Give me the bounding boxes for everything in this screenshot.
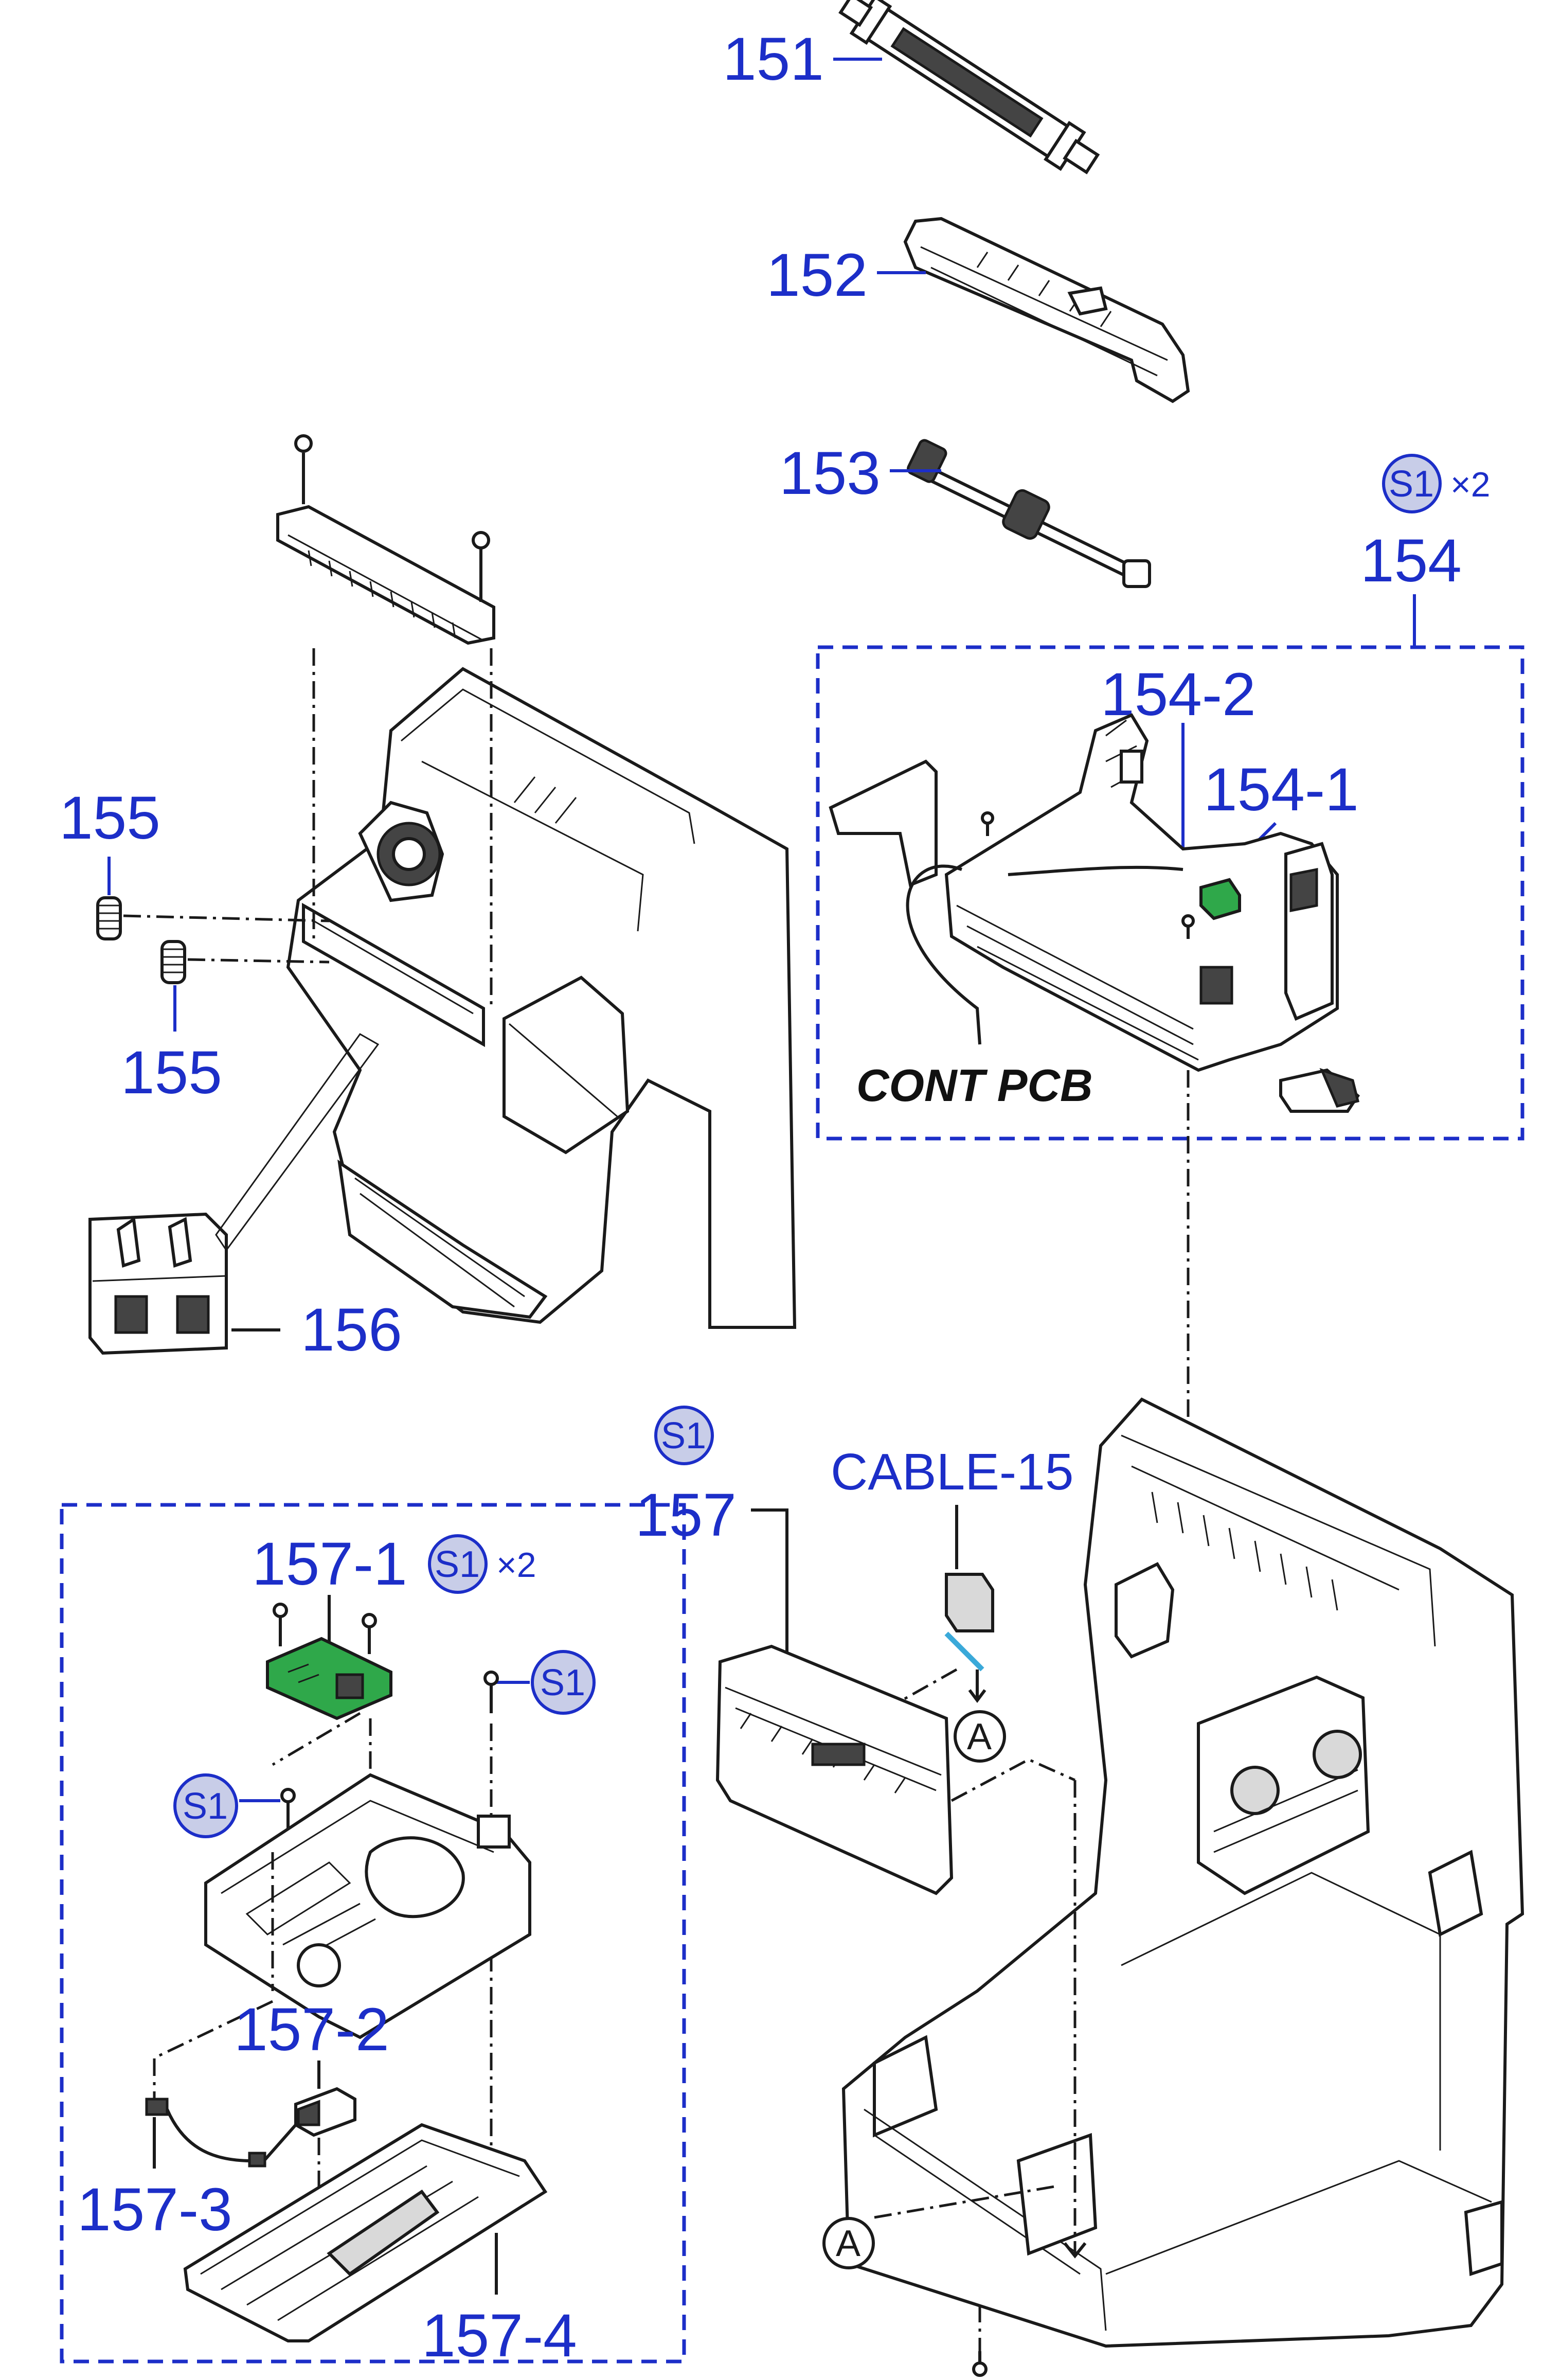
label-156: 156 xyxy=(301,1296,402,1364)
part-156-bracket xyxy=(88,1212,228,1355)
part-153-shaft xyxy=(907,439,1151,588)
label-155-bottom: 155 xyxy=(121,1039,222,1107)
part-157-1-pcb xyxy=(266,1603,392,1720)
label-157-3: 157-3 xyxy=(77,2176,232,2244)
group-box-154 xyxy=(816,645,1524,1141)
screw-mark-157-1: S1 ×2 xyxy=(428,1534,536,1594)
screw-mark-157: S1 xyxy=(654,1406,714,1465)
part-157-4-tray xyxy=(183,2123,548,2342)
svg-text:S1: S1 xyxy=(1389,464,1434,505)
svg-text:S1: S1 xyxy=(661,1415,706,1457)
part-154-chassis xyxy=(829,713,1360,1113)
label-151: 151 xyxy=(723,25,824,93)
part-155-spring-a xyxy=(96,896,122,940)
label-152: 152 xyxy=(766,241,868,309)
part-157-mechanism xyxy=(204,1773,531,2039)
label-155-top: 155 xyxy=(59,784,160,852)
label-cable-15: CABLE-15 xyxy=(831,1443,1073,1501)
svg-text:S1: S1 xyxy=(540,1662,585,1703)
screw-mark-157-right: S1 xyxy=(531,1650,596,1715)
part-cable-15 xyxy=(944,1573,994,1672)
part-157-2-sensor xyxy=(294,2087,356,2137)
multiplier-157-1: ×2 xyxy=(496,1546,536,1585)
label-154: 154 xyxy=(1360,527,1462,595)
screw-mark-154: S1 ×2 xyxy=(1382,454,1491,513)
printer-upper-body xyxy=(286,667,797,1329)
part-155-spring-b xyxy=(160,940,186,984)
svg-text:S1: S1 xyxy=(183,1786,228,1827)
part-platen-roller xyxy=(276,434,495,645)
connection-mark-a-upper: A xyxy=(954,1710,1006,1763)
multiplier-154: ×2 xyxy=(1450,465,1491,504)
svg-text:A: A xyxy=(967,1716,992,1757)
label-157-4: 157-4 xyxy=(422,2302,577,2370)
part-157-3-connector xyxy=(145,2098,297,2168)
screw-mark-157-left: S1 xyxy=(173,1773,238,1838)
label-cont-pcb: CONT PCB xyxy=(856,1060,1093,1111)
label-157-2: 157-2 xyxy=(234,1996,389,2064)
part-157-cover xyxy=(715,1644,954,1895)
part-151-roller xyxy=(838,0,1100,174)
connection-mark-a-lower: A xyxy=(822,2217,875,2269)
svg-text:S1: S1 xyxy=(435,1544,480,1585)
label-157-1: 157-1 xyxy=(252,1530,407,1598)
pcb-154-1 xyxy=(1199,878,1241,920)
label-154-1: 154-1 xyxy=(1204,756,1359,824)
part-152-guide xyxy=(903,217,1190,403)
svg-text:A: A xyxy=(836,2223,860,2264)
label-153: 153 xyxy=(779,439,881,507)
group-box-157 xyxy=(60,1503,686,2364)
printer-lower-body xyxy=(841,1397,1524,2348)
